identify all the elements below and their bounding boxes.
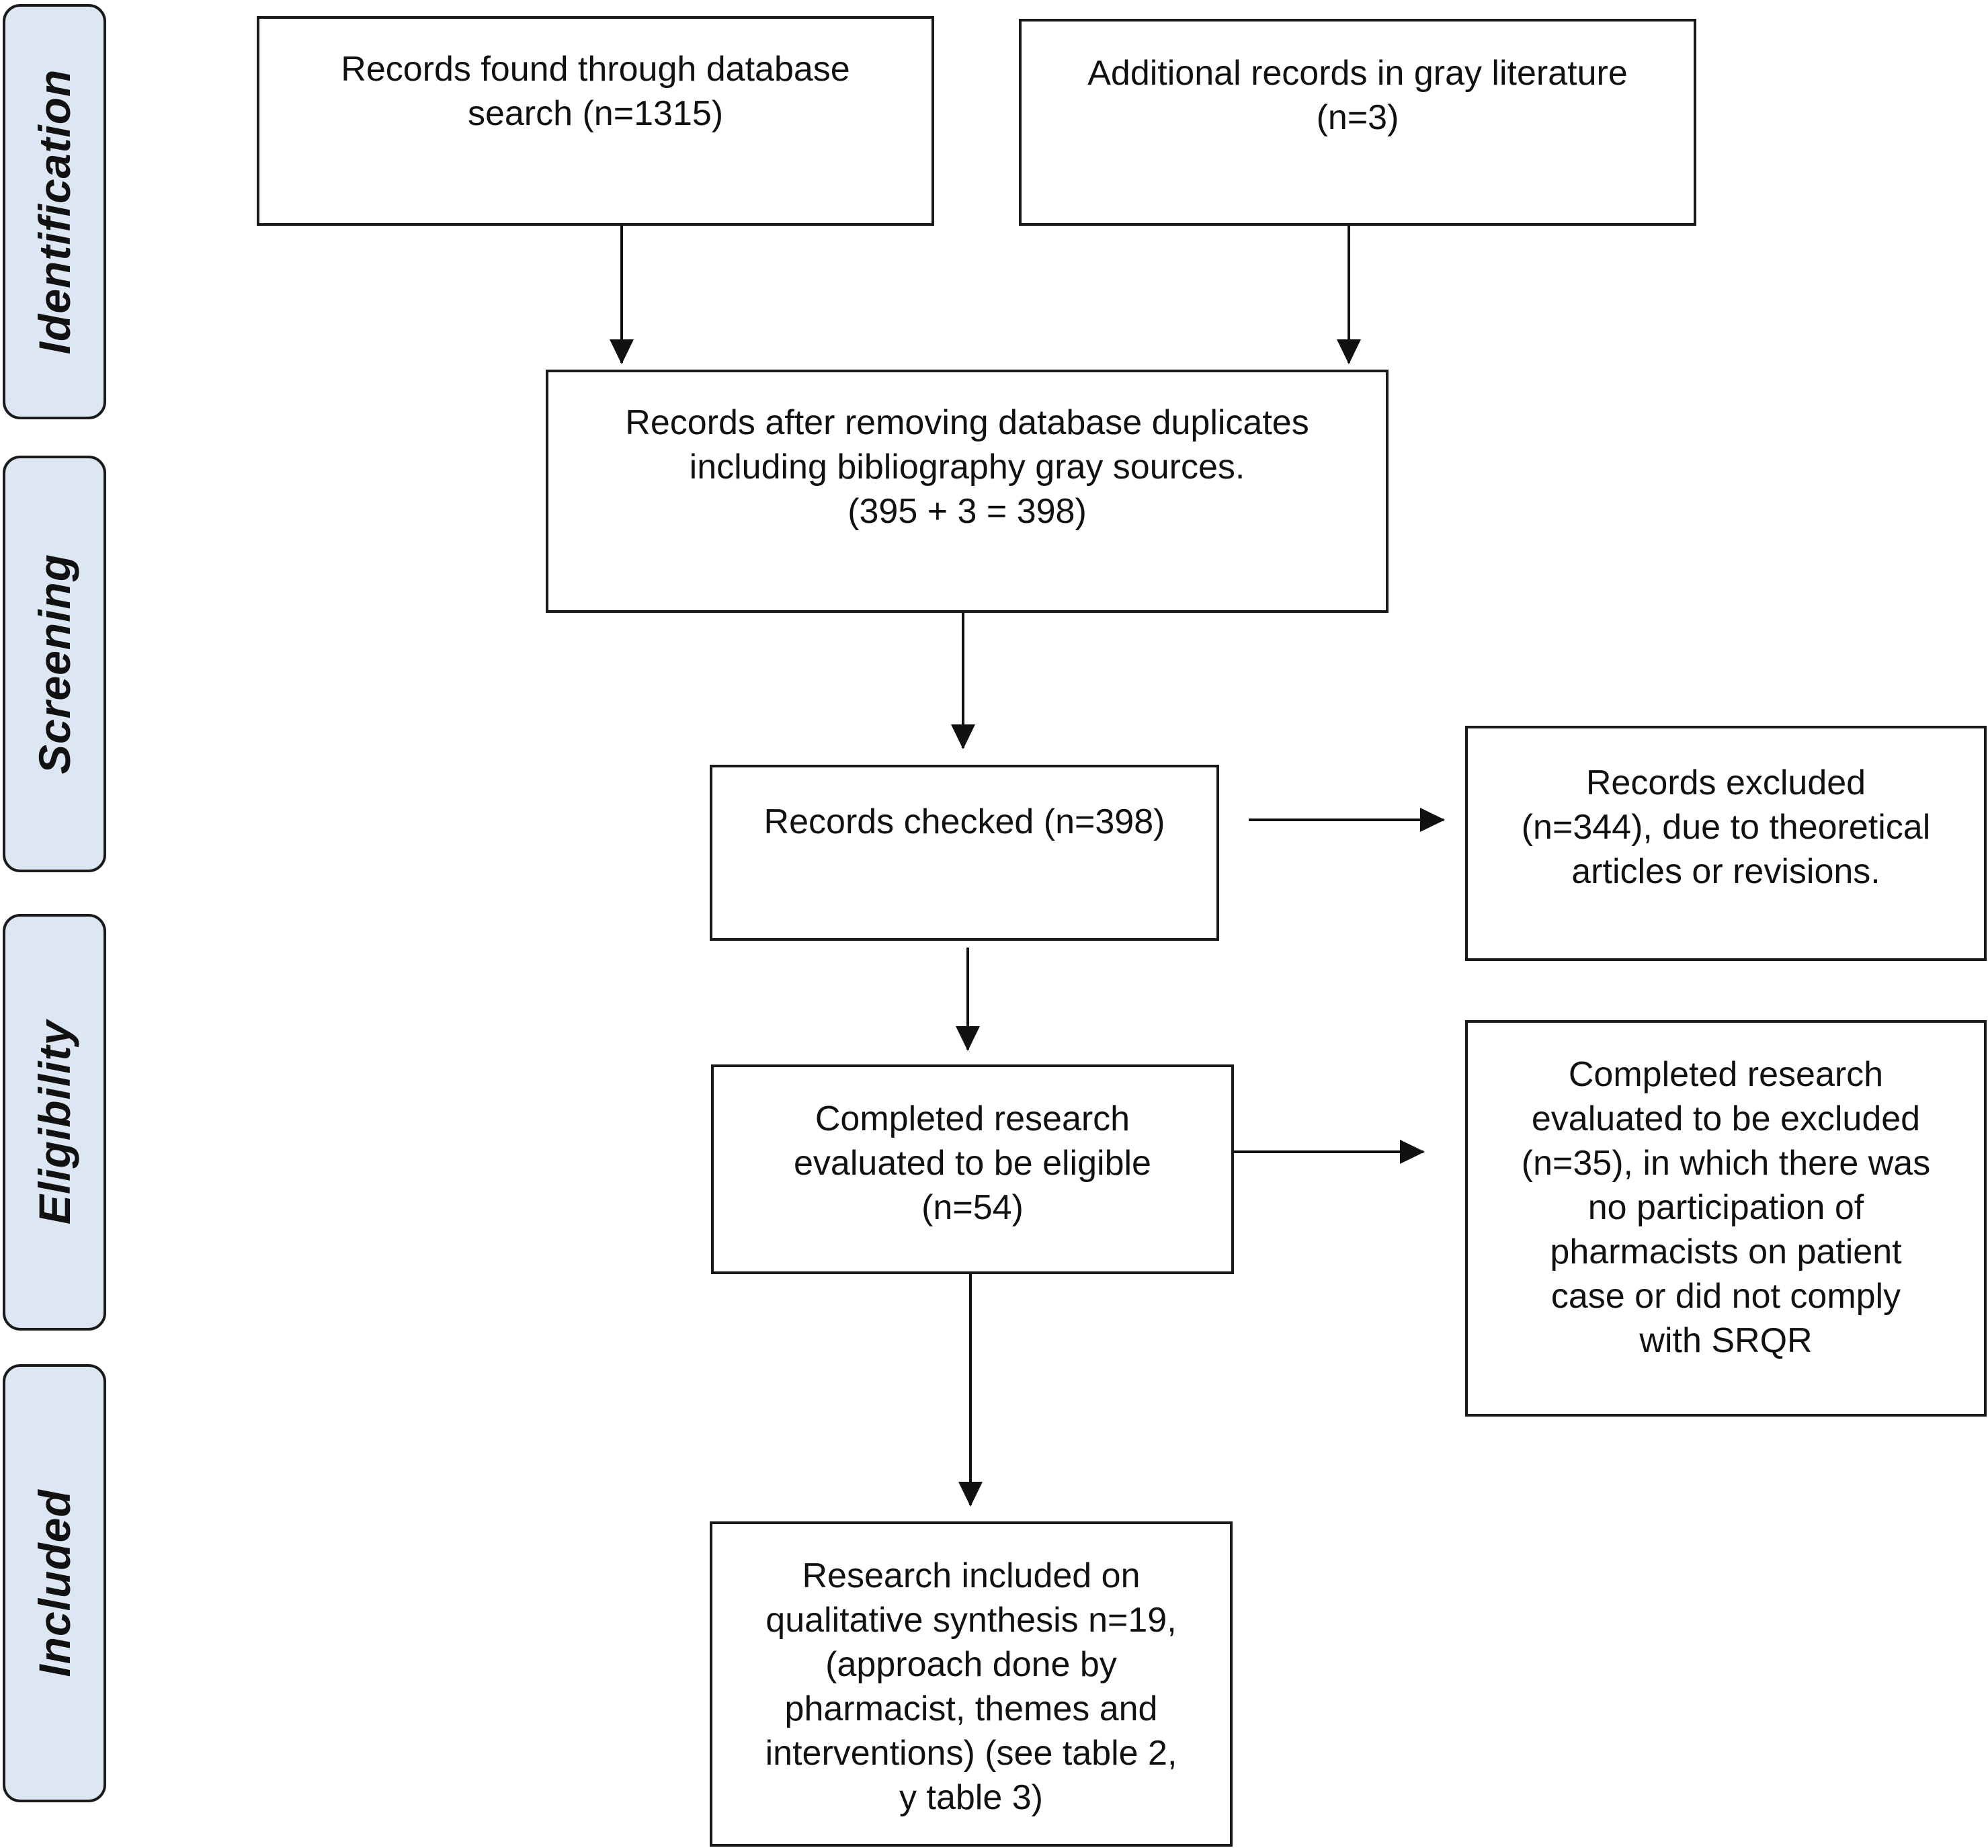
- box-text-line: (n=344), due to theoretical: [1521, 808, 1931, 847]
- box-text-line: no participation of: [1587, 1188, 1864, 1227]
- box-text-line: interventions) (see table 2,: [765, 1734, 1177, 1773]
- box-text-line: Records excluded: [1585, 763, 1866, 802]
- box-text-line: including bibliography gray sources.: [689, 448, 1245, 487]
- arrowhead-excluded: [1420, 808, 1445, 832]
- box-text-line: (n=3): [1316, 98, 1399, 137]
- arrowhead-included: [958, 1482, 983, 1507]
- box-text-line: qualitative synthesis n=19,: [765, 1601, 1177, 1640]
- box-included: Research included on qualitative synthes…: [710, 1521, 1233, 1847]
- box-text-line: (n=54): [921, 1188, 1024, 1227]
- box-text-line: pharmacists on patient: [1550, 1232, 1902, 1271]
- box-after-duplicates: Records after removing database duplicat…: [546, 370, 1389, 613]
- box-text-line: search (n=1315): [467, 94, 724, 133]
- box-text-line: evaluated to be excluded: [1531, 1099, 1921, 1138]
- box-excluded-research: Completed research evaluated to be exclu…: [1465, 1020, 1987, 1417]
- box-eligible: Completed research evaluated to be eligi…: [711, 1064, 1234, 1274]
- box-text-line: Completed research: [815, 1099, 1130, 1138]
- box-text-line: Records checked (n=398): [763, 802, 1165, 841]
- box-text-line: Records after removing database duplicat…: [625, 403, 1309, 442]
- stage-eligibility: Eligibility: [3, 914, 106, 1331]
- box-text-line: case or did not comply: [1550, 1277, 1901, 1316]
- arrowhead-checked: [951, 724, 975, 749]
- box-text-line: (approach done by: [825, 1645, 1117, 1684]
- arrowhead-database: [610, 339, 634, 364]
- box-gray-literature: Additional records in gray literature (n…: [1019, 19, 1696, 226]
- box-text-line: Additional records in gray literature: [1087, 54, 1628, 93]
- box-database-search: Records found through database search (n…: [257, 16, 934, 226]
- box-text-line: evaluated to be eligible: [794, 1144, 1151, 1183]
- stage-identification: Identification: [3, 4, 106, 419]
- box-text-line: articles or revisions.: [1571, 852, 1880, 891]
- stage-included: Included: [3, 1364, 106, 1802]
- arrowhead-excluded-research: [1400, 1140, 1425, 1164]
- box-text-line: (395 + 3 = 398): [847, 492, 1087, 531]
- box-text-line: with SRQR: [1639, 1321, 1813, 1360]
- arrowhead-eligible: [956, 1026, 980, 1051]
- box-text-line: pharmacist, themes and: [784, 1689, 1158, 1728]
- box-text-line: Completed research: [1568, 1055, 1884, 1094]
- box-records-checked: Records checked (n=398): [710, 765, 1219, 941]
- box-text-line: y table 3): [899, 1778, 1043, 1817]
- box-text-line: (n=35), in which there was: [1521, 1144, 1931, 1183]
- box-text-line: Records found through database: [341, 50, 850, 89]
- stage-screening: Screening: [3, 456, 106, 872]
- box-records-excluded: Records excluded (n=344), due to theoret…: [1465, 726, 1987, 961]
- arrowhead-gray: [1337, 339, 1361, 364]
- box-text-line: Research included on: [802, 1556, 1141, 1595]
